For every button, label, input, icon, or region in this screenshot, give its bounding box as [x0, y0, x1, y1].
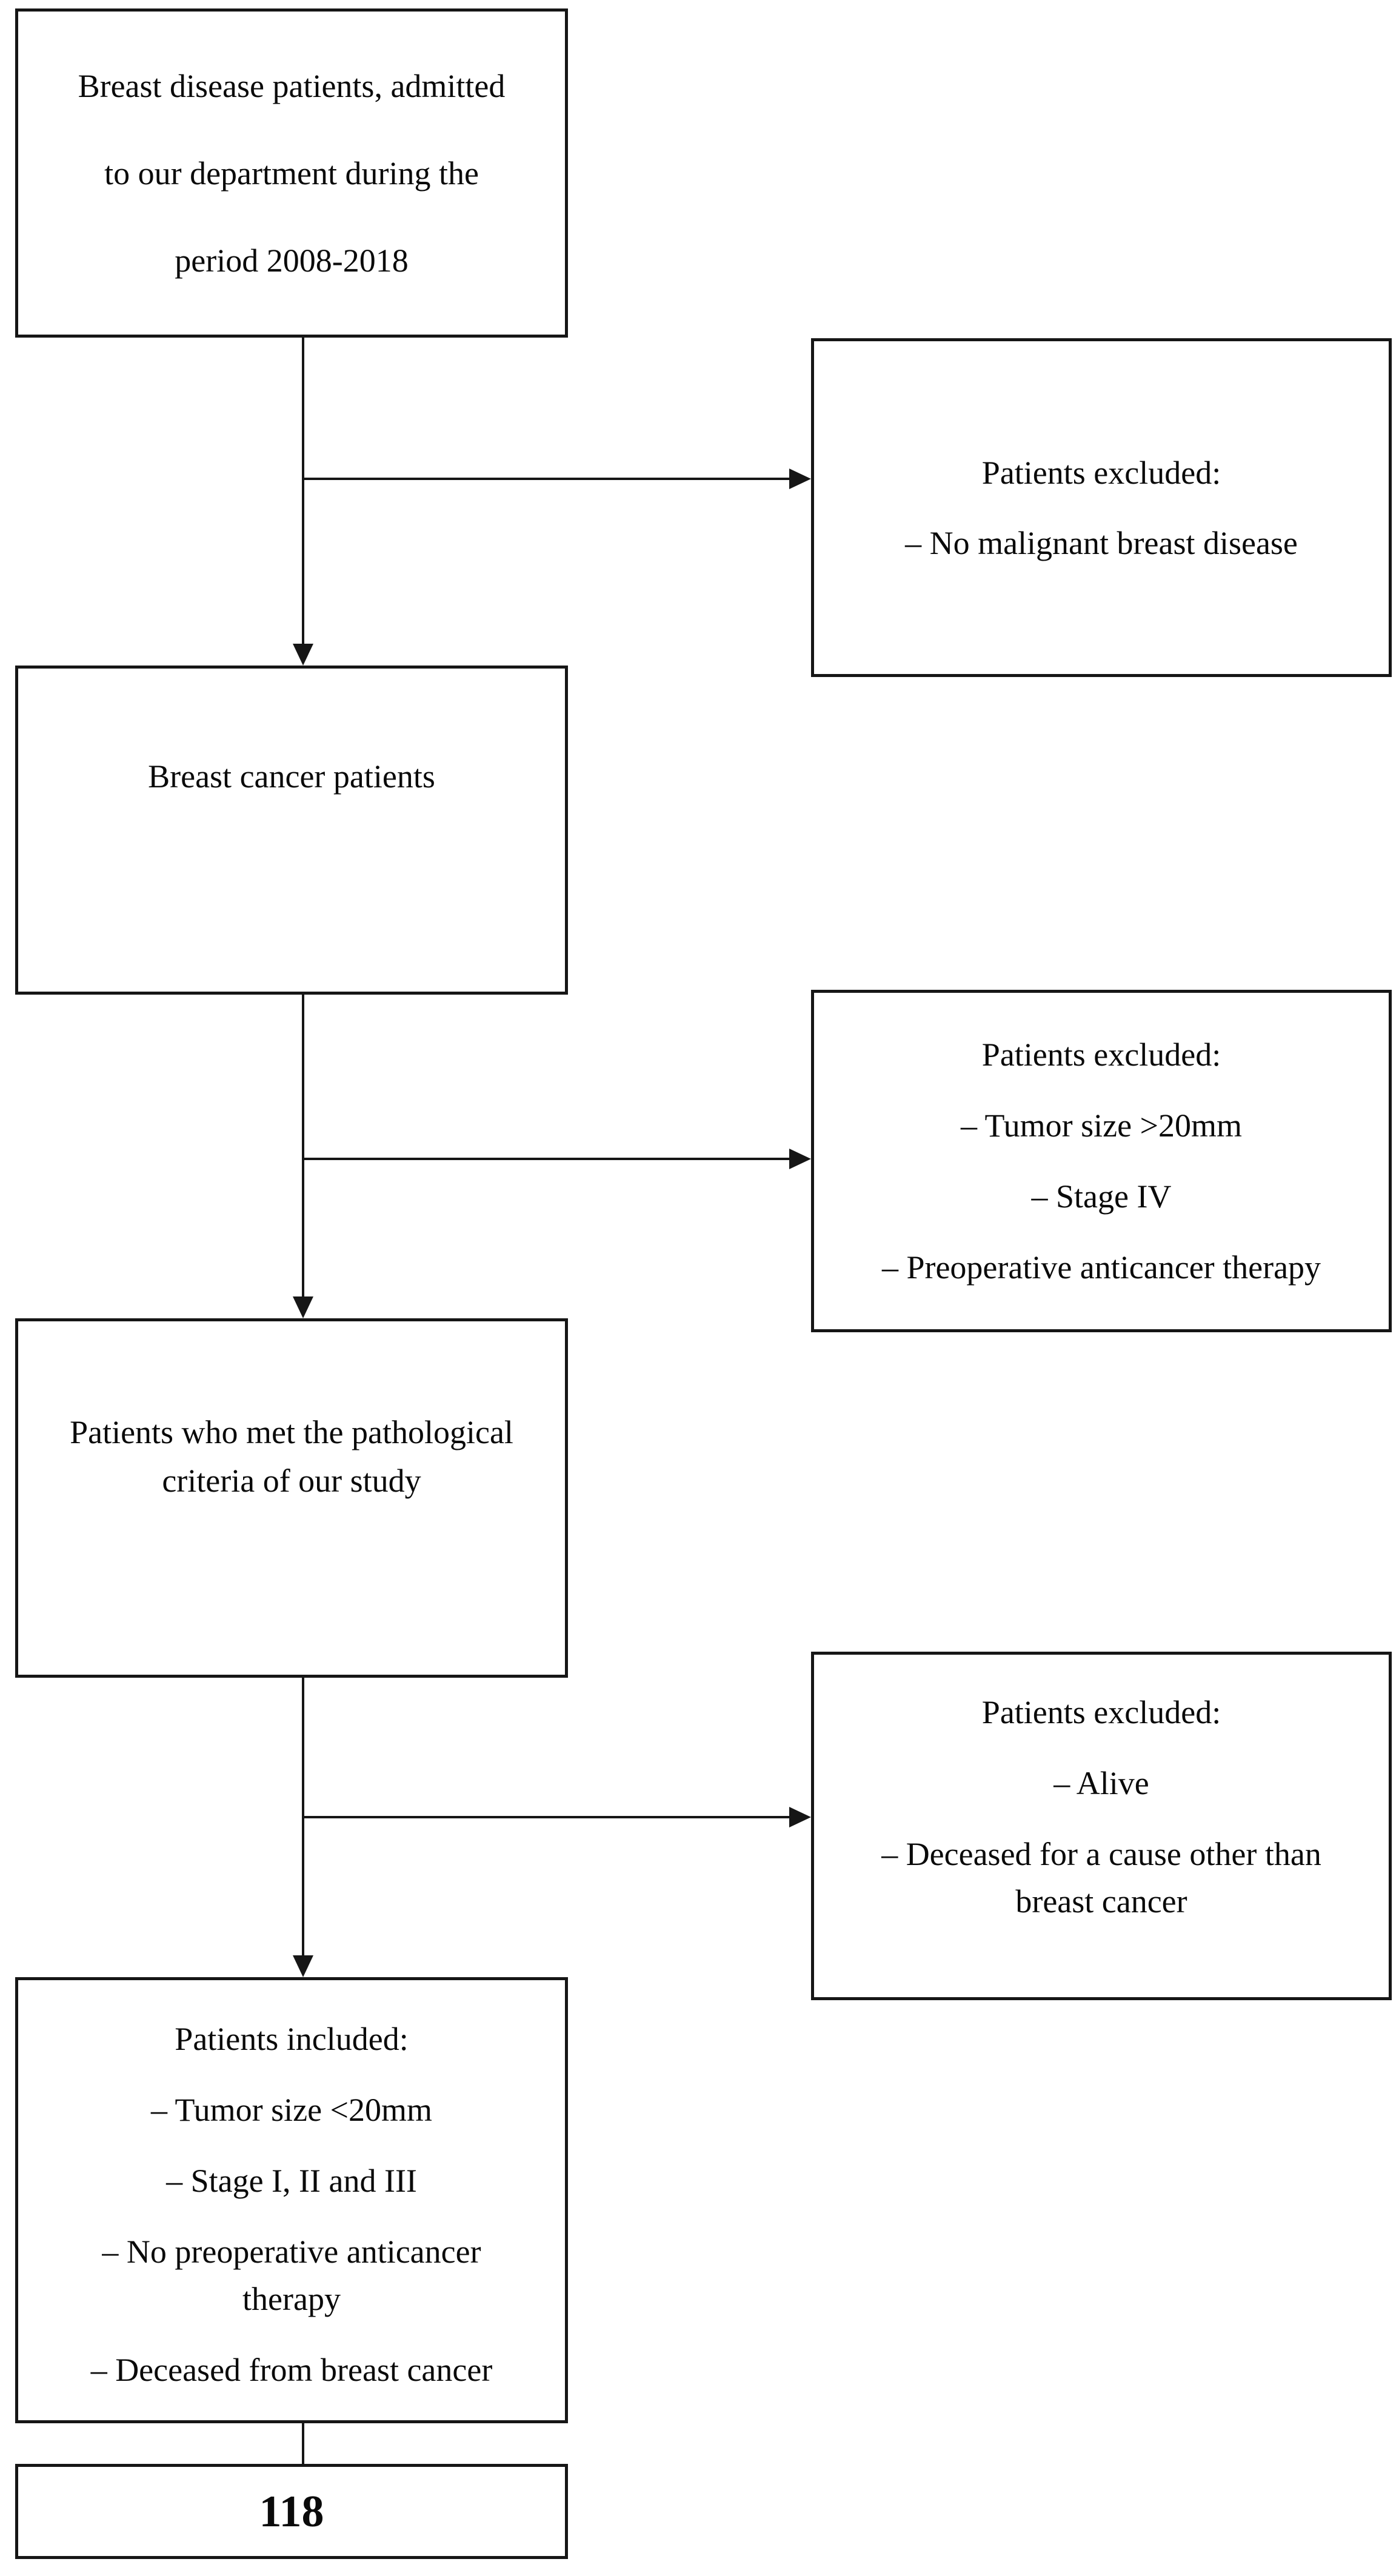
included-item: – Tumor size <20mm [150, 2092, 432, 2128]
box-line: Breast disease patients, admitted [78, 67, 506, 104]
arrowhead-right-2 [789, 1149, 811, 1169]
excluded-item: – Stage IV [1031, 1178, 1172, 1215]
excluded-item: – Preoperative anticancer therapy [881, 1249, 1321, 1286]
excluded-item-wrap: breast cancer [1015, 1883, 1187, 1920]
total-count-value: 118 [259, 2486, 324, 2537]
box-breast-disease-patients: Breast disease patients, admitted to our… [15, 8, 568, 338]
box-excluded-tumor-stage-therapy: Patients excluded: – Tumor size >20mm – … [811, 990, 1392, 1332]
box-breast-cancer-patients: Breast cancer patients [15, 666, 568, 995]
excluded-item: – Deceased for a cause other than [881, 1836, 1321, 1872]
excluded-heading: Patients excluded: [981, 1036, 1221, 1073]
arrowhead-right-1 [789, 469, 811, 489]
connector-h3 [303, 1816, 789, 1818]
box-line: Patients who met the pathological [70, 1414, 513, 1450]
excluded-item: – Tumor size >20mm [960, 1107, 1242, 1144]
box-excluded-alive-other-cause: Patients excluded: – Alive – Deceased fo… [811, 1652, 1392, 2000]
box-patients-included: Patients included: – Tumor size <20mm – … [15, 1977, 568, 2423]
arrowhead-down-3 [293, 1955, 313, 1977]
arrowhead-down-2 [293, 1296, 313, 1318]
included-item-wrap: therapy [242, 2281, 341, 2317]
excluded-heading: Patients excluded: [981, 454, 1221, 491]
box-line: Breast cancer patients [148, 758, 435, 795]
excluded-item: – No malignant breast disease [905, 524, 1298, 561]
included-item: – Stage I, II and III [166, 2163, 417, 2199]
included-item: – Deceased from breast cancer [90, 2352, 493, 2388]
box-line: criteria of our study [162, 1463, 421, 1499]
excluded-heading: Patients excluded: [981, 1694, 1221, 1730]
box-line: period 2008-2018 [175, 242, 409, 279]
included-item: – No preoperative anticancer [102, 2234, 481, 2270]
connector-v1 [302, 338, 304, 644]
box-excluded-no-malignant: Patients excluded: – No malignant breast… [811, 338, 1392, 677]
arrowhead-right-3 [789, 1807, 811, 1827]
connector-h1 [303, 478, 789, 480]
box-total-count: 118 [15, 2464, 568, 2559]
arrowhead-down-1 [293, 644, 313, 666]
excluded-item: – Alive [1053, 1765, 1149, 1801]
box-pathological-criteria: Patients who met the pathological criter… [15, 1318, 568, 1678]
connector-h2 [303, 1158, 789, 1160]
included-heading: Patients included: [175, 2021, 409, 2057]
connector-v2 [302, 995, 304, 1296]
connector-stub [302, 2423, 304, 2464]
box-line: to our department during the [104, 155, 479, 192]
